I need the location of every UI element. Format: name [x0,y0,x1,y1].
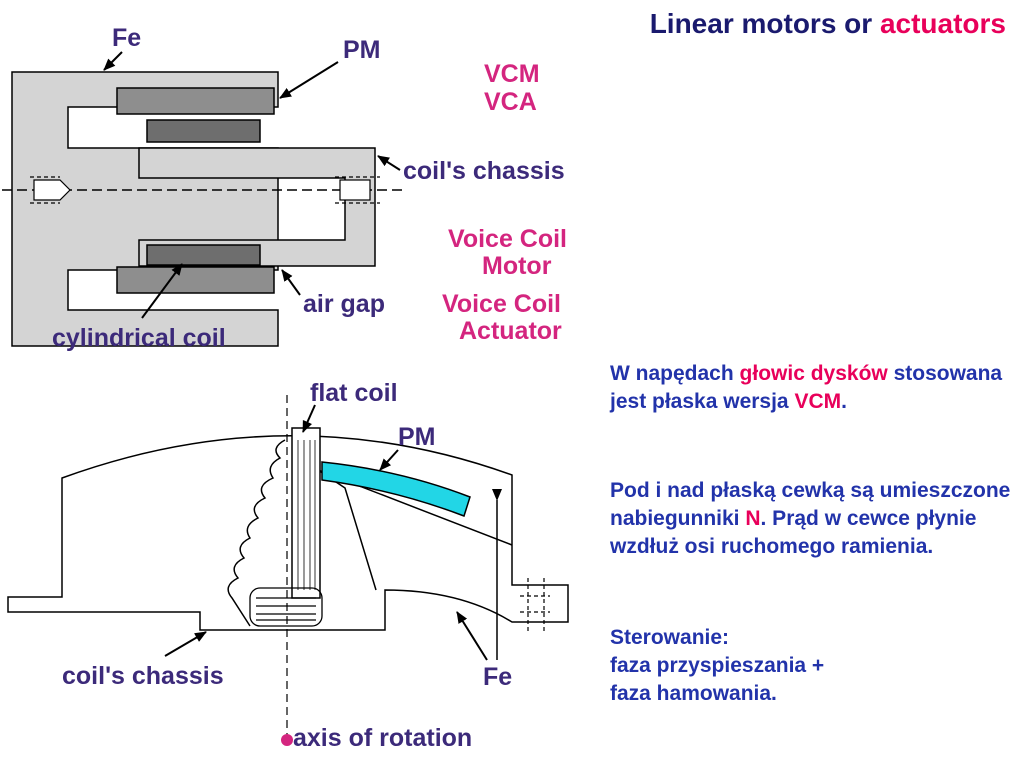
label-voice-coil-motor-1: Voice Coil [448,225,567,253]
label-fe-bottom: Fe [483,663,512,691]
label-voice-coil-actuator-1: Voice Coil [442,290,561,318]
p1-c: stosowana jest płaska wersja [610,362,1003,413]
arrow-fe-bottom [456,611,488,661]
p3-line3: faza hamowania. [610,682,777,705]
p2-c: . Prąd w cewce płynie wzdłuż osi ruchome… [610,507,977,558]
mount-screw-right [520,578,550,632]
threaded-hole-right [335,176,380,204]
label-coils-chassis-top: coil's chassis [403,157,565,185]
label-voice-coil-actuator-2: Actuator [459,317,562,345]
title-main: Linear motors or [649,8,880,39]
fe-core [11,71,279,347]
axis-of-rotation-dot [281,734,293,746]
arrow-pm-top [279,61,339,99]
pm-flat [321,461,471,517]
label-pm-top: PM [343,36,381,64]
paragraph-3: Sterowanie: faza przyspieszania + faza h… [610,624,1015,708]
coil-lower [146,244,261,266]
paragraph-1: W napędach głowic dysków stosowana jest … [610,360,1015,416]
p1-d: VCM [794,390,842,413]
flat-coil-windings [297,440,316,590]
arrow-flat-coil [302,404,316,433]
label-cylindrical-coil: cylindrical coil [52,324,226,352]
label-pm-bottom: PM [398,423,436,451]
arrow-pm-bottom [379,449,399,471]
label-coils-chassis-bottom: coil's chassis [62,662,224,690]
flat-coil [291,427,321,599]
paragraph-2: Pod i nad płaską cewką są umieszczone na… [610,477,1015,561]
label-voice-coil-motor-2: Motor [482,252,552,280]
p1-e: . [841,390,847,413]
pm-upper [116,87,275,115]
arrow-air-gap [281,269,301,296]
p1-b: głowic dysków [739,362,888,385]
p1-a: W napędach [610,362,740,385]
label-vca: VCA [484,88,537,116]
coil-upper [146,119,261,143]
p2-b: N [745,507,761,530]
label-air-gap: air gap [303,290,385,318]
arrow-cylindrical-coil [141,263,183,319]
coil-chassis-top [138,147,376,267]
arrow-fe-top [103,51,123,71]
p3-line2: faza przyspieszania + [610,654,825,677]
coil-wavy-edge [227,439,286,627]
label-fe-top: Fe [112,24,141,52]
fe-base [7,435,569,631]
arrow-coils-chassis-top [377,155,401,171]
pm-lower [116,266,275,294]
top-vcm-diagram: Fe PM VCM VCA coil's chassis Voice Coil … [2,24,567,352]
slide-title: Linear motors or actuators [650,8,1006,40]
label-vcm: VCM [484,60,540,88]
threaded-hole-left [30,176,71,204]
label-axis-of-rotation: axis of rotation [293,724,472,752]
p2-a: Pod i nad płaską cewką są umieszczone na… [610,479,1011,530]
coil-end-turns [249,587,323,627]
bottom-vcm-diagram: flat coil PM coil's chassis Fe axis of r… [7,379,569,752]
label-flat-coil: flat coil [310,379,398,407]
title-accent: actuators [879,8,1006,39]
p3-line1: Sterowanie: [610,626,730,649]
arrow-coils-chassis-bottom [164,631,207,657]
